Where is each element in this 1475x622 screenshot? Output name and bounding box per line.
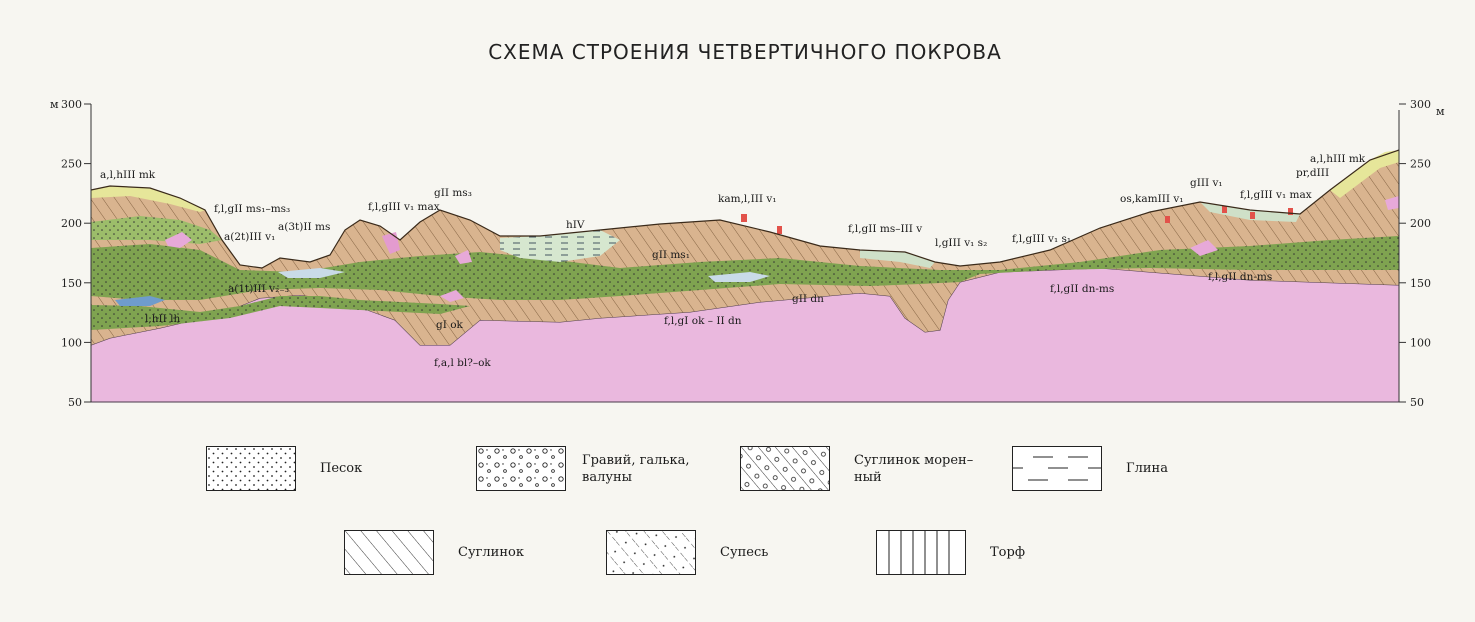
label-gII-ms1: gII ms₁ — [652, 249, 690, 261]
left-axis-unit: м — [50, 98, 59, 111]
right-tick-label-250: 250 — [1410, 158, 1431, 171]
legend-label-clay: Глина — [1126, 461, 1168, 476]
label-a2t: a(2t)III v₁ — [224, 231, 275, 243]
left-tick-label-250: 250 — [61, 158, 82, 171]
diagram-title: СХЕМА СТРОЕНИЯ ЧЕТВЕРТИЧНОГО ПОКРОВА — [488, 40, 1002, 64]
label-alh-left: a,l,hIII mk — [100, 169, 156, 181]
legend-label-loam: Суглинок — [458, 545, 524, 560]
right-tick-label-100: 100 — [1410, 336, 1431, 349]
legend-swatch-sand — [206, 446, 296, 491]
legend-swatch-moraine-loam — [740, 446, 830, 491]
legend-label-moraine-loam: Суглинок морен– ный — [854, 452, 974, 485]
label-lhilh: l,hII lh — [145, 313, 180, 325]
legend-moraine-loam: Суглинок морен– ный — [740, 446, 973, 491]
legend-swatch-peat — [876, 530, 966, 575]
left-tick-label-150: 150 — [61, 277, 82, 290]
right-axis: 300 м 250 200 150 100 50 — [1398, 98, 1445, 409]
label-a3t: a(3t)II ms — [278, 221, 330, 233]
sediment-layers — [90, 149, 1400, 345]
label-a1t: a(1t)III v₂₋₃ — [228, 283, 289, 295]
right-tick-label-300: 300 — [1410, 98, 1431, 111]
right-tick-label-150: 150 — [1410, 277, 1431, 290]
label-lgIII-s2: l,gIII v₁ s₂ — [935, 237, 987, 249]
label-pr-d: pr,dIII — [1296, 167, 1329, 179]
right-tick-label-200: 200 — [1410, 217, 1431, 230]
label-flg-s1: f,l,gIII v₁ s₁ — [1012, 233, 1071, 245]
legend-gravel: Гравий, галька, валуны — [476, 446, 690, 491]
label-fal: f,a,l bl?–ok — [434, 357, 491, 369]
label-gII-dn: gII dn — [792, 293, 824, 305]
label-flg-dn-ms-right: f,l,gII dn-ms — [1208, 271, 1272, 283]
legend-swatch-clay — [1012, 446, 1102, 491]
left-tick-label-100: 100 — [61, 336, 82, 349]
label-flg-v1-max-right: f,l,gIII v₁ max — [1240, 189, 1312, 201]
left-tick-label-200: 200 — [61, 217, 82, 230]
label-hIV: hIV — [566, 219, 585, 231]
label-gIII-v1: gIII v₁ — [1190, 177, 1223, 189]
label-flg-ms1-ms3: f,l,gII ms₁–ms₃ — [214, 203, 290, 215]
legend-label-peat: Торф — [990, 545, 1025, 560]
legend-sandy-loam: Супесь — [606, 530, 768, 575]
legend-swatch-sandy-loam — [606, 530, 696, 575]
label-gI-ok: gI ok — [436, 319, 464, 331]
legend-label-sandy-loam: Супесь — [720, 545, 769, 560]
label-flg-dn-ms-mid: f,l,gII dn-ms — [1050, 283, 1114, 295]
legend-label-sand: Песок — [320, 461, 363, 476]
geological-profile: м 300 250 200 150 100 50 300 м 250 200 1… — [50, 98, 1445, 409]
legend-label-gravel: Гравий, галька, валуны — [582, 452, 690, 485]
label-flg-ok-dn: f,l,gI ok – II dn — [664, 315, 742, 327]
left-axis: м 300 250 200 150 100 50 — [50, 98, 92, 409]
label-flg-ms-v: f,l,gII ms–III v — [848, 223, 922, 235]
legend-swatch-loam — [344, 530, 434, 575]
left-tick-label-50: 50 — [68, 396, 82, 409]
label-alh-right: a,l,hIII mk — [1310, 153, 1366, 165]
right-axis-unit: м — [1436, 105, 1445, 118]
label-flg-v1-max: f,l,gIII v₁ max — [368, 201, 440, 213]
label-gII-ms3: gII ms₃ — [434, 187, 472, 199]
label-kam: kam,l,III v₁ — [718, 193, 777, 205]
label-os-kam: os,kamIII v₁ — [1120, 193, 1184, 205]
legend-sand: Песок — [206, 446, 362, 491]
section-labels: a,l,hIII mk f,l,gII ms₁–ms₃ a(2t)III v₁ … — [100, 153, 1366, 369]
right-tick-label-50: 50 — [1410, 396, 1424, 409]
legend-swatch-gravel — [476, 446, 566, 491]
left-tick-label-300: 300 — [61, 98, 82, 111]
legend-peat: Торф — [876, 530, 1025, 575]
legend-clay: Глина — [1012, 446, 1168, 491]
legend-loam: Суглинок — [344, 530, 524, 575]
